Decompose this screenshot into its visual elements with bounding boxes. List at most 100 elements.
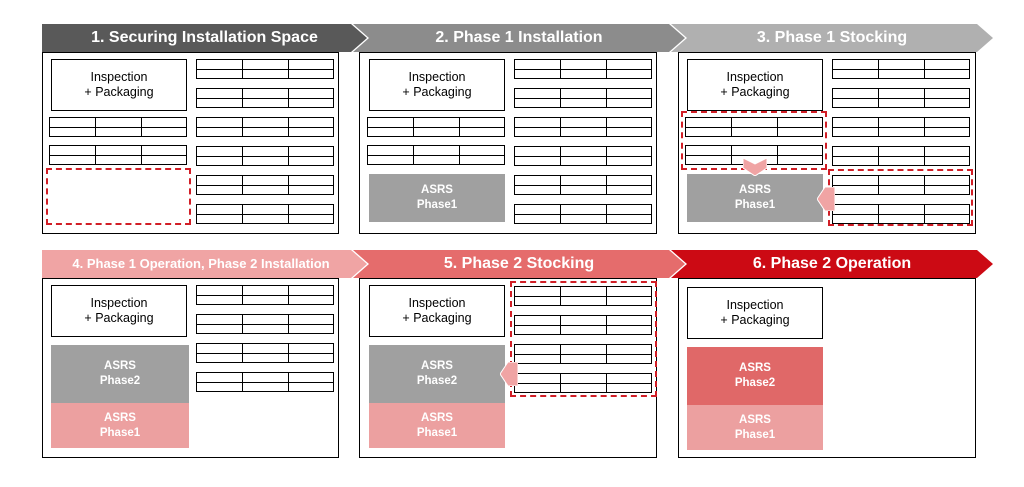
inspection-packaging-area: Inspection + Packaging (369, 59, 505, 111)
down-arrow-icon (743, 158, 767, 176)
rack-row-divider (515, 214, 651, 215)
banner-arrow-shape (353, 250, 685, 278)
step-2-label: 2. Phase 1 Installation (435, 29, 603, 46)
storage-rack (196, 343, 334, 363)
phase-label: Phase1 (99, 426, 141, 439)
step-1-banner: 1. Securing Installation Space (42, 24, 367, 52)
rack-row-divider (833, 127, 969, 128)
storage-rack (196, 314, 334, 334)
storage-rack (832, 117, 970, 137)
storage-rack (367, 145, 505, 165)
rack-row-divider (197, 127, 333, 128)
phase-label: Phase2 (99, 375, 141, 387)
storage-rack (832, 175, 970, 195)
storage-rack (514, 117, 652, 137)
packaging-label: + Packaging (402, 85, 472, 99)
step-2-banner: 2. Phase 1 Installation (353, 24, 685, 52)
asrs-phase2-block: ASRS Phase2 (687, 347, 823, 405)
phase-label: Phase1 (734, 428, 776, 441)
rack-row-divider (833, 98, 969, 99)
rack-row-divider (515, 185, 651, 186)
packaging-label: + Packaging (720, 85, 790, 99)
packaging-label: + Packaging (84, 85, 154, 99)
inspection-packaging-area: Inspection + Packaging (51, 285, 187, 337)
asrs-label: ASRS (739, 362, 771, 374)
inspection-label: Inspection (90, 296, 148, 310)
storage-rack (196, 204, 334, 224)
storage-rack (832, 88, 970, 108)
storage-rack (832, 204, 970, 224)
asrs-label: ASRS (739, 413, 771, 426)
asrs-label: ASRS (421, 411, 453, 424)
storage-rack (514, 373, 652, 393)
rack-row-divider (197, 382, 333, 383)
rack-row-divider (833, 185, 969, 186)
storage-rack (514, 344, 652, 364)
stocking-source-highlight (510, 281, 657, 397)
banner-arrow-shape (42, 250, 367, 278)
storage-rack (196, 372, 334, 392)
step-6-label: 6. Phase 2 Operation (752, 255, 912, 272)
rack-row-divider (515, 156, 651, 157)
phase-label: Phase2 (734, 377, 776, 389)
banner-arrow-shape (671, 250, 993, 278)
rack-row-divider (368, 155, 504, 156)
rack-row-divider (197, 353, 333, 354)
rack-row-divider (50, 127, 186, 128)
left-arrow-icon (817, 187, 835, 211)
storage-rack (685, 117, 823, 137)
rack-row-divider (368, 127, 504, 128)
storage-rack (196, 88, 334, 108)
phase-label: Phase1 (416, 199, 458, 211)
rack-row-divider (197, 69, 333, 70)
stocking-source-highlight (828, 169, 973, 226)
storage-rack (367, 117, 505, 137)
rack-row-divider (515, 354, 651, 355)
rack-row-divider (515, 69, 651, 70)
storage-rack (196, 59, 334, 79)
step-3-banner: 3. Phase 1 Stocking (671, 24, 993, 52)
banner-arrow-shape (353, 24, 685, 52)
storage-rack (514, 88, 652, 108)
rack-row-divider (686, 155, 822, 156)
storage-rack (514, 286, 652, 306)
rack-row-divider (515, 383, 651, 384)
inspection-packaging-area: Inspection + Packaging (687, 59, 823, 111)
step-4-banner: 4. Phase 1 Operation, Phase 2 Installati… (42, 250, 367, 278)
inspection-label: Inspection (726, 298, 784, 312)
storage-rack (514, 146, 652, 166)
phase-label: Phase1 (416, 426, 458, 439)
phase-label: Phase1 (734, 199, 776, 211)
asrs-phase1-block: ASRS Phase1 (369, 174, 505, 222)
packaging-label: + Packaging (720, 313, 790, 327)
storage-rack (196, 285, 334, 305)
rack-row-divider (197, 214, 333, 215)
inspection-label: Inspection (90, 70, 148, 84)
banner-arrow-shape (671, 24, 993, 52)
asrs-label: ASRS (739, 184, 771, 196)
storage-rack (514, 175, 652, 195)
step-5-label: 5. Phase 2 Stocking (443, 255, 595, 272)
storage-rack (196, 175, 334, 195)
rack-row-divider (197, 295, 333, 296)
asrs-label: ASRS (104, 411, 136, 424)
step-4-label: 4. Phase 1 Operation, Phase 2 Installati… (72, 256, 330, 271)
rack-row-divider (197, 98, 333, 99)
rack-row-divider (833, 156, 969, 157)
asrs-phase2-block: ASRS Phase2 (369, 345, 505, 403)
step-5-banner: 5. Phase 2 Stocking (353, 250, 685, 278)
step-6-banner: 6. Phase 2 Operation (671, 250, 993, 278)
rack-row-divider (197, 156, 333, 157)
storage-rack (196, 117, 334, 137)
rack-row-divider (197, 185, 333, 186)
rack-row-divider (515, 98, 651, 99)
packaging-label: + Packaging (84, 311, 154, 325)
inspection-label: Inspection (726, 70, 784, 84)
left-arrow-icon (500, 362, 518, 386)
inspection-packaging-area: Inspection + Packaging (369, 285, 505, 337)
storage-rack (196, 146, 334, 166)
storage-rack (832, 59, 970, 79)
storage-rack (514, 59, 652, 79)
asrs-phase1-block: ASRS Phase1 (51, 403, 189, 448)
asrs-label: ASRS (421, 360, 453, 372)
